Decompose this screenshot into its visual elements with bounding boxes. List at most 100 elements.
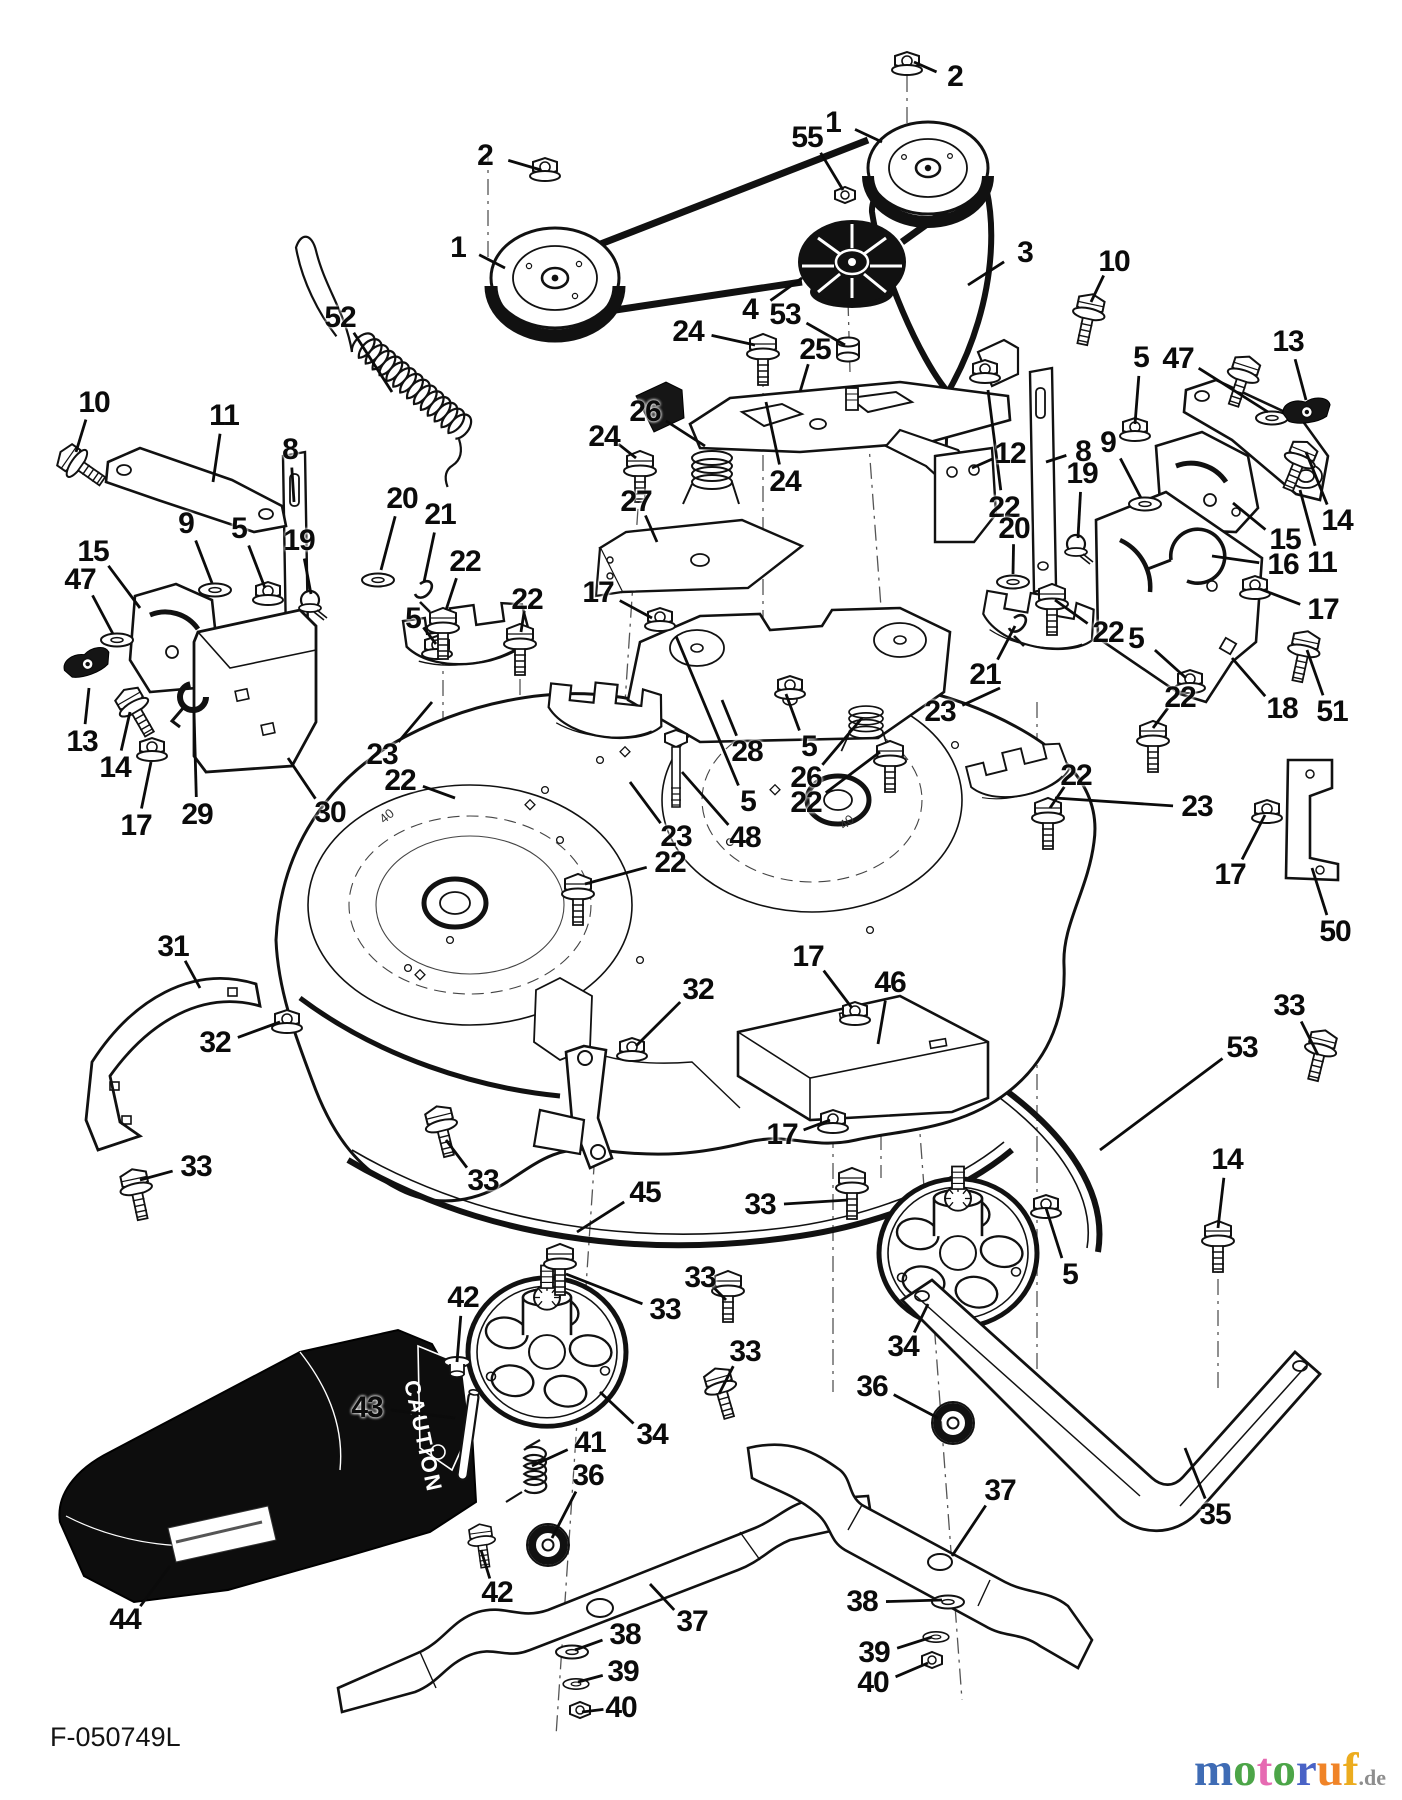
lift-arm-11-left (104, 446, 288, 534)
leader-line (1119, 457, 1143, 499)
part-number-callout: 2 (947, 60, 964, 93)
part-number-callout: 26 (790, 761, 822, 794)
watermark-letter: f (1342, 1744, 1359, 1796)
leader-line (764, 401, 781, 465)
part-number-callout: 42 (447, 1281, 479, 1314)
leader-line (824, 750, 881, 794)
part-number-callout: 40 (857, 1666, 889, 1699)
leader-line (1054, 598, 1089, 625)
leader-line (1304, 451, 1329, 506)
leader-line (996, 625, 1017, 661)
part-number-callout: 38 (609, 1618, 641, 1651)
part-number-callout: 20 (386, 482, 418, 515)
part-number-callout: 11 (209, 399, 240, 432)
leader-line (665, 419, 706, 448)
part-number-callout: 2 (477, 139, 494, 172)
leader-line (986, 389, 1003, 491)
leader-line (91, 594, 115, 635)
leader-line (1089, 274, 1105, 303)
discharge-chute-deflector: CAUTION (58, 1328, 478, 1604)
part-number-callout: 13 (1272, 325, 1304, 358)
watermark-letter: u (1316, 1744, 1343, 1796)
part-number-callout: 12 (994, 437, 1026, 470)
part-number-callout: 15 (1269, 523, 1301, 556)
part-number-callout: 3 (1017, 236, 1034, 269)
part-number-callout: 26 (629, 395, 661, 428)
leader-line (769, 276, 803, 302)
part-number-callout: 5 (231, 512, 248, 545)
leader-line (479, 1549, 492, 1579)
part-number-callout: 53 (1226, 1031, 1258, 1064)
part-number-callout: 23 (1181, 790, 1213, 823)
part-number-callout: 20 (998, 512, 1030, 545)
leader-line (895, 1661, 929, 1679)
part-number-callout: 5 (1133, 341, 1150, 374)
leader-line (1293, 358, 1308, 401)
part-number-callout: 22 (790, 786, 822, 819)
leader-line (1054, 796, 1174, 808)
watermark-letter: t (1256, 1744, 1273, 1796)
leader-line (1076, 491, 1082, 539)
leader-line (1232, 501, 1267, 531)
watermark-letter: m (1194, 1744, 1234, 1796)
leader-line (893, 1393, 939, 1420)
leader-line (397, 701, 434, 743)
part-number-callout: 33 (649, 1293, 681, 1326)
leader-line (1099, 1057, 1224, 1152)
part-number-callout: 47 (64, 563, 96, 596)
part-number-callout: 52 (324, 301, 356, 334)
leader-line (422, 785, 456, 800)
leader-line (1048, 786, 1066, 809)
part-number-callout: 17 (766, 1118, 798, 1151)
leader-line (390, 1408, 456, 1420)
leader-line (1299, 1020, 1320, 1056)
leader-line (798, 363, 810, 393)
part-number-callout: 37 (676, 1605, 708, 1638)
leader-line (237, 1020, 281, 1039)
leader-line (913, 60, 938, 74)
leader-line (444, 577, 458, 611)
leader-line (783, 1198, 849, 1206)
part-number-callout: 47 (1162, 342, 1194, 375)
leader-line (1044, 1207, 1064, 1259)
part-number-callout: 22 (1092, 616, 1124, 649)
part-number-callout: 33 (684, 1261, 716, 1294)
watermark-letter: o (1272, 1744, 1296, 1796)
part-number-callout: 9 (1100, 426, 1117, 459)
part-number-callout: 14 (99, 751, 131, 784)
leader-line (961, 686, 1001, 707)
leader-line (599, 1390, 635, 1425)
leader-line (950, 1504, 987, 1557)
part-number-callout: 4 (742, 293, 759, 326)
part-number-callout: 14 (1211, 1143, 1243, 1176)
leader-line (1183, 1447, 1207, 1500)
leader-line (192, 711, 198, 798)
extension-spring-52 (294, 235, 473, 488)
bracket-50 (1284, 758, 1340, 882)
part-number-callout: 36 (572, 1459, 604, 1492)
idler-pulley (798, 220, 906, 308)
leader-line (876, 1000, 887, 1045)
part-number-callout: 25 (799, 333, 831, 366)
watermark-logo: motoruf.de (1194, 1747, 1386, 1794)
part-number-callout: 8 (1075, 435, 1092, 468)
part-number-callout: 23 (924, 695, 956, 728)
mower-blade-right (746, 1443, 1094, 1670)
watermark-letter: r (1295, 1744, 1317, 1796)
leader-line (711, 334, 756, 347)
leader-line (107, 564, 142, 609)
part-number-callout: 11 (1307, 546, 1338, 579)
part-number-callout: 24 (672, 315, 704, 348)
part-number-callout: 17 (1307, 593, 1339, 626)
leader-line (74, 419, 88, 453)
leader-line (1240, 814, 1267, 861)
leader-line (619, 599, 653, 620)
part-number-callout: 5 (801, 730, 818, 763)
part-number-callout: 17 (582, 576, 614, 609)
belt-guard-plate-28 (626, 606, 952, 744)
leader-line (1305, 649, 1325, 696)
leader-line (635, 1001, 682, 1047)
leader-line (885, 1598, 943, 1603)
leader-line (1216, 1177, 1226, 1229)
